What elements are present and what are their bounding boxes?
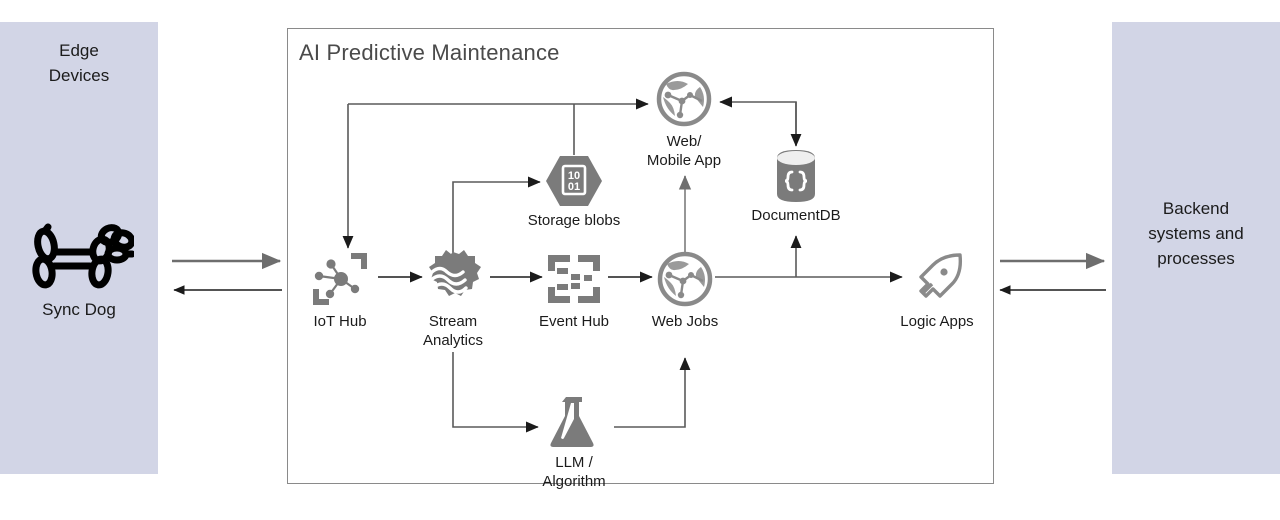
flask-icon <box>514 395 634 449</box>
node-llm-algorithm[interactable]: LLM / Algorithm <box>514 395 634 491</box>
sync-dog-caption: Sync Dog <box>42 300 116 319</box>
node-label: Stream Analytics <box>422 313 484 349</box>
node-label: Web Jobs <box>651 313 719 330</box>
node-label: DocumentDB <box>751 207 841 224</box>
node-logic-apps[interactable]: Logic Apps <box>877 250 997 331</box>
database-braces-icon <box>736 150 856 202</box>
panel-title: AI Predictive Maintenance <box>299 40 560 65</box>
balloon-dog-icon <box>0 222 158 290</box>
globe-nodes-icon <box>625 250 745 308</box>
edge-devices-title: Edge Devices <box>48 41 110 85</box>
node-web-mobile-app[interactable]: Web/ Mobile App <box>624 70 744 170</box>
node-label: LLM / Algorithm <box>542 454 606 490</box>
node-label: IoT Hub <box>313 313 367 330</box>
backend-systems-title: Backend systems and processes <box>1148 199 1244 268</box>
node-label: Storage blobs <box>527 212 621 229</box>
globe-nodes-icon <box>624 70 744 128</box>
stream-analytics-icon <box>393 250 513 308</box>
backend-systems-panel <box>1112 22 1280 474</box>
node-label: Event Hub <box>538 313 610 330</box>
node-web-jobs[interactable]: Web Jobs <box>625 250 745 331</box>
iot-hub-icon <box>280 250 400 308</box>
node-label: Logic Apps <box>900 313 974 330</box>
node-document-db[interactable]: DocumentDB <box>736 150 856 225</box>
node-stream-analytics[interactable]: Stream Analytics <box>393 250 513 350</box>
node-storage-blobs[interactable]: 10 01 Storage blobs <box>514 155 634 230</box>
event-hub-icon <box>514 250 634 308</box>
node-event-hub[interactable]: Event Hub <box>514 250 634 331</box>
svg-text:10: 10 <box>568 170 580 182</box>
svg-text:01: 01 <box>568 181 580 193</box>
rocket-icon <box>877 250 997 308</box>
node-label: Web/ Mobile App <box>646 133 722 169</box>
node-iot-hub[interactable]: IoT Hub <box>280 250 400 331</box>
hexagon-binary-icon: 10 01 <box>514 155 634 207</box>
